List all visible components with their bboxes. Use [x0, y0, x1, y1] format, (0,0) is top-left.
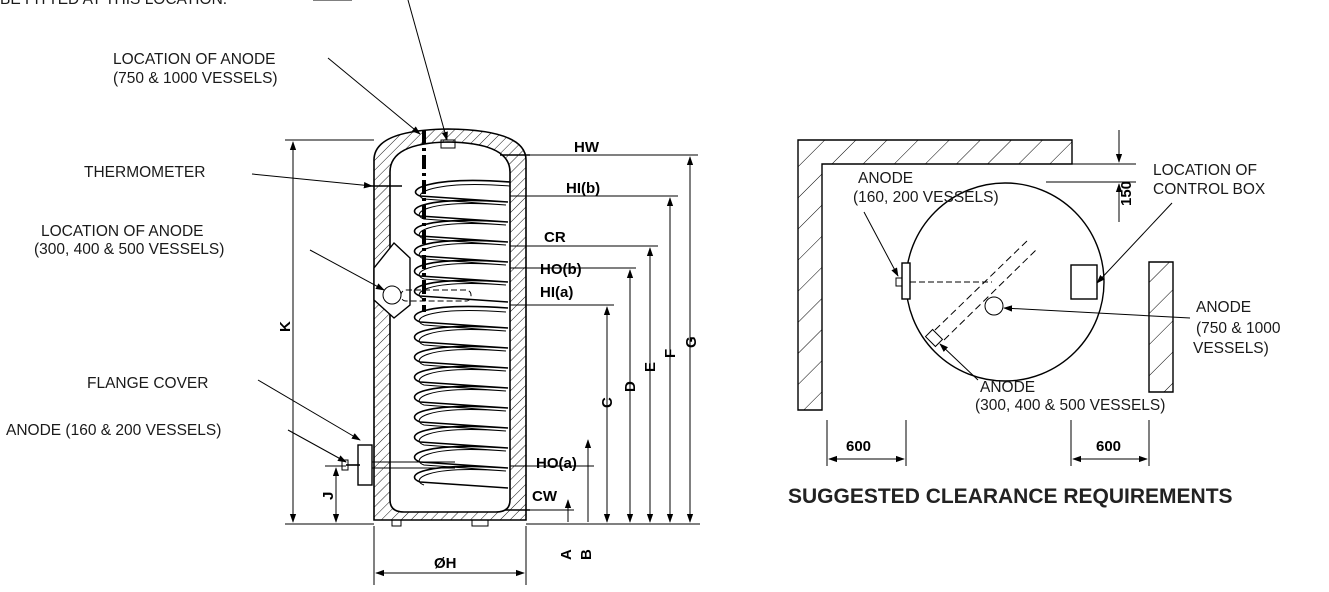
label-flange-cover: FLANGE COVER [87, 375, 208, 392]
label-anode-300-line1: LOCATION OF ANODE [41, 223, 204, 240]
dim-hi-a: HI(a) [540, 284, 573, 301]
anode-750-plan [984, 296, 1004, 316]
dim-oh: ØH [434, 555, 457, 572]
dim-ho-b: HO(b) [540, 261, 582, 278]
reference-lines [285, 139, 700, 585]
dim-f: F [662, 349, 679, 358]
dim-b: B [578, 549, 595, 560]
plan-anode-750-line2: (750 & 1000 [1196, 320, 1281, 337]
dim-cr: CR [544, 229, 566, 246]
label-anode-300-line2: (300, 400 & 500 VESSELS) [34, 241, 224, 258]
label-top-cut: BE FITTED AT THIS LOCATION. [0, 0, 227, 8]
top-cap [440, 139, 456, 149]
dim-k: K [277, 321, 294, 332]
plan-anode-300-line2: (300, 400 & 500 VESSELS) [975, 397, 1165, 414]
label-anode-750-line1: LOCATION OF ANODE [113, 51, 276, 68]
plan-dim-150: 150 [1118, 181, 1135, 206]
plan-control-line2: CONTROL BOX [1153, 181, 1266, 198]
label-anode-750-line2: (750 & 1000 VESSELS) [113, 70, 278, 87]
dim-cw: CW [532, 488, 558, 505]
plan-anode-160-line2: (160, 200 VESSELS) [853, 189, 999, 206]
label-anode-160: ANODE (160 & 200 VESSELS) [6, 422, 221, 439]
plan-view [797, 130, 1191, 466]
dim-e: E [642, 362, 659, 372]
dim-d: D [622, 381, 639, 392]
control-box-plan [1070, 264, 1098, 300]
connection-stubs [500, 154, 530, 511]
plan-dim-600-left: 600 [846, 438, 871, 455]
heating-coil-lower [413, 305, 509, 489]
dim-a: A [558, 549, 575, 560]
dim-hi-b: HI(b) [566, 180, 600, 197]
plan-control-line1: LOCATION OF [1153, 162, 1257, 179]
plan-anode-750-line1: ANODE [1196, 299, 1251, 316]
dim-g: G [683, 336, 700, 348]
plan-dim-600-right: 600 [1096, 438, 1121, 455]
dim-hw: HW [574, 139, 600, 156]
heating-coil-upper [413, 179, 511, 303]
dim-j: J [320, 492, 337, 500]
dimension-arrows [289, 141, 694, 577]
dim-ho-a: HO(a) [536, 455, 577, 472]
label-thermometer: THERMOMETER [84, 164, 205, 181]
plan-anode-750-line3: VESSELS) [1193, 340, 1269, 357]
leader-lines [251, 0, 448, 463]
plan-title: SUGGESTED CLEARANCE REQUIREMENTS [788, 485, 1233, 508]
side-anode-300-500 [373, 241, 472, 319]
plan-anode-300-line1: ANODE [980, 379, 1035, 396]
flange [341, 444, 455, 486]
plan-anode-160-line1: ANODE [858, 170, 913, 187]
dim-c: C [599, 397, 616, 408]
